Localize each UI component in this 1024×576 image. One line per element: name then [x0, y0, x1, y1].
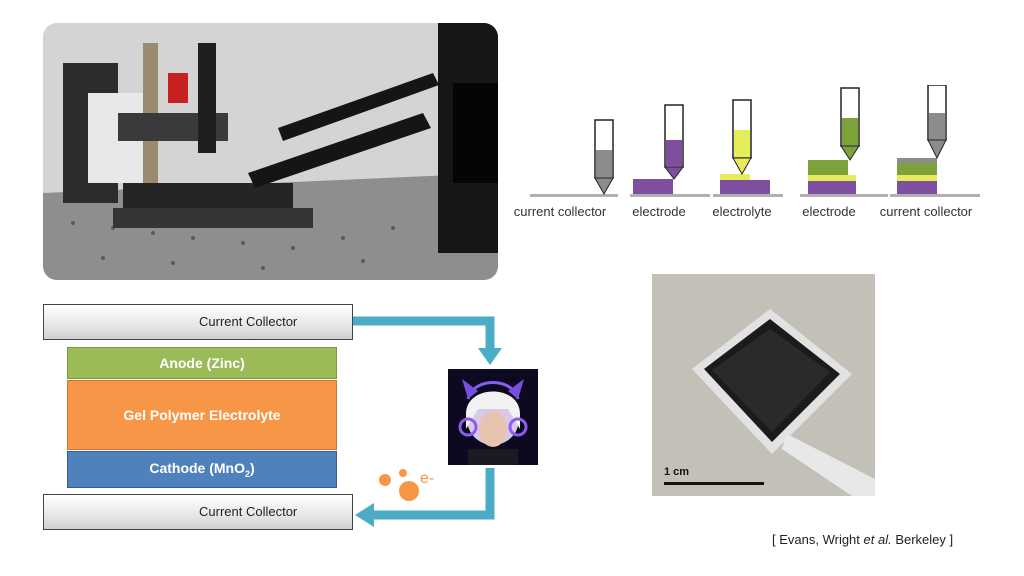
- step3-syringe: [720, 99, 770, 194]
- step-label-electrolyte: electrolyte: [712, 204, 772, 219]
- electrolyte-layer: Gel Polymer Electrolyte: [67, 380, 337, 450]
- step5-syringe: [897, 85, 947, 194]
- step5-baseline: [890, 194, 980, 197]
- step4-syringe: [808, 87, 860, 194]
- top-current-collector: Current Collector: [43, 304, 353, 340]
- process-steps-diagram: [530, 85, 980, 197]
- step3-baseline: [713, 194, 783, 197]
- step2-baseline: [630, 194, 710, 197]
- down-arrow-head: [478, 348, 502, 365]
- electron-label: e-: [420, 470, 435, 487]
- circuit-arrows: [353, 316, 502, 527]
- scale-bar-line: [664, 482, 764, 485]
- step-label-current-collector-2: current collector: [879, 204, 973, 219]
- step1-baseline: [530, 194, 618, 197]
- scale-bar-label: 1 cm: [664, 466, 690, 478]
- step-label-electrode-2: electrode: [802, 204, 856, 219]
- bottom-circuit-path: [372, 468, 495, 520]
- citation-credit: [ Evans, Wright et al. Berkeley ]: [772, 532, 954, 547]
- top-circuit-path: [353, 316, 495, 350]
- step2-syringe: [633, 104, 684, 194]
- cathode-layer: Cathode (MnO2): [67, 451, 337, 488]
- step-label-electrode-1: electrode: [632, 204, 686, 219]
- bottom-current-collector-label: Current Collector: [199, 504, 298, 519]
- electron-icon: [379, 469, 419, 501]
- anode-label: Anode (Zinc): [159, 355, 245, 371]
- printer-setup-photo: [43, 23, 498, 280]
- cathode-label: Cathode (MnO2): [149, 460, 255, 479]
- left-arrow-head: [355, 503, 374, 527]
- printed-battery-photo: 1 cm: [652, 274, 875, 496]
- step4-baseline: [800, 194, 888, 197]
- step-label-current-collector-1: current collector: [513, 204, 607, 219]
- top-current-collector-label: Current Collector: [199, 314, 298, 329]
- anode-layer: Anode (Zinc): [67, 347, 337, 379]
- step1-syringe: [594, 119, 614, 196]
- headphones-photo: [448, 369, 538, 465]
- electrolyte-label: Gel Polymer Electrolyte: [123, 407, 281, 423]
- bottom-current-collector: Current Collector: [43, 494, 353, 530]
